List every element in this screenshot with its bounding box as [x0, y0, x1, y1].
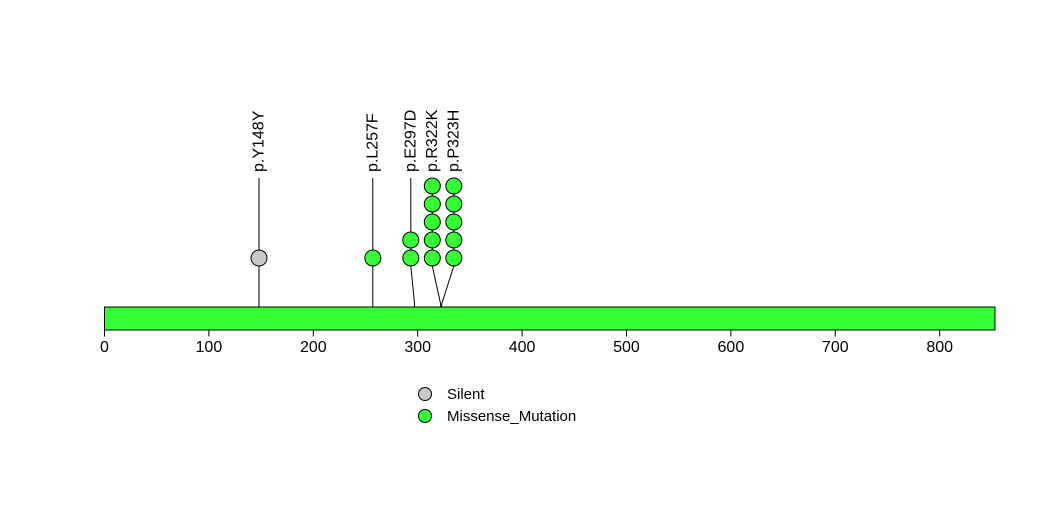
lollipop-stick-bend — [431, 265, 442, 305]
mutation-label: p.R322K — [424, 109, 441, 172]
mutation-circle — [445, 195, 463, 213]
legend-item-missense: Missense_Mutation — [418, 406, 576, 426]
mutation-label: p.E297D — [402, 110, 419, 172]
legend-label-missense: Missense_Mutation — [447, 407, 577, 425]
protein-bar — [104, 306, 996, 331]
mutation-label: p.Y148Y — [251, 110, 268, 172]
silent-swatch-icon — [418, 387, 432, 401]
mutation-circle — [250, 249, 268, 267]
mutation-circle — [423, 213, 441, 231]
mutation-circle — [423, 177, 441, 195]
mutation-circle — [445, 177, 463, 195]
lollipop-stick-bend — [441, 265, 455, 305]
mutation-circle — [402, 231, 420, 249]
mutation-circle — [445, 213, 463, 231]
mutation-circle — [402, 249, 420, 267]
missense-swatch-icon — [418, 409, 432, 423]
mutation-label: p.L257F — [364, 113, 381, 172]
mutation-circle — [423, 249, 441, 267]
legend-label-silent: Silent — [447, 385, 485, 403]
mutation-label: p.P323H — [445, 110, 462, 172]
x-axis-tick-label: 200 — [300, 339, 327, 356]
mutation-circle — [423, 231, 441, 249]
mutation-circle — [364, 249, 382, 267]
mutation-circle — [445, 231, 463, 249]
x-axis-tick-label: 300 — [404, 339, 431, 356]
legend-item-silent: Silent — [418, 384, 576, 404]
x-axis-tick-label: 400 — [509, 339, 536, 356]
x-axis-tick-label: 800 — [926, 339, 953, 356]
x-axis-tick-label: 700 — [822, 339, 849, 356]
lollipop-stick-bend — [410, 265, 416, 305]
x-axis-tick-label: 0 — [100, 339, 109, 356]
x-axis-tick-label: 500 — [613, 339, 640, 356]
legend: Silent Missense_Mutation — [418, 384, 576, 428]
x-axis-tick-label: 600 — [718, 339, 745, 356]
x-axis-tick-label: 100 — [196, 339, 223, 356]
mutation-circle — [423, 195, 441, 213]
mutation-circle — [445, 249, 463, 267]
